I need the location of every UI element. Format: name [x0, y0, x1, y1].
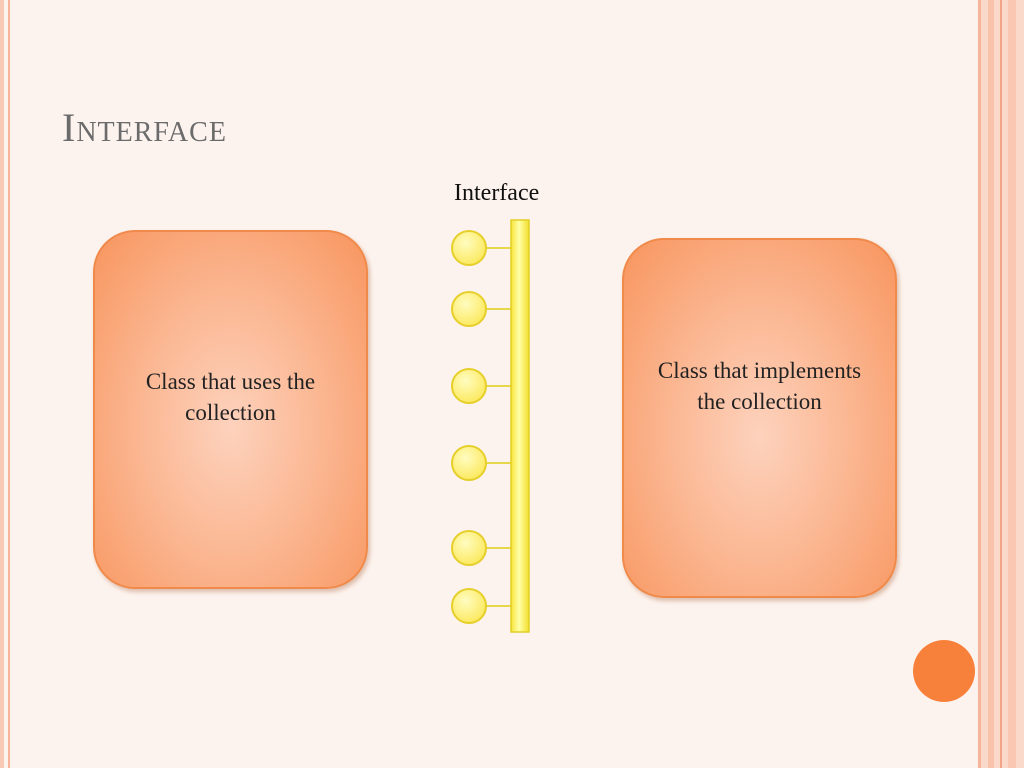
right-border-stripe [988, 0, 994, 768]
left-border-stripe-thin [8, 0, 10, 768]
left-border-stripe [0, 0, 4, 768]
right-border-stripe [1000, 0, 1002, 768]
interface-connector-diagram [451, 219, 530, 633]
class-box-implementer: Class that implements the collection [622, 238, 897, 598]
class-box-implementer-label: Class that implements the collection [657, 357, 862, 414]
interface-connector-knob [451, 445, 487, 481]
right-border-stripe [978, 0, 981, 768]
class-box-user-label: Class that uses the collection [145, 368, 316, 425]
interface-connector-knob [451, 368, 487, 404]
class-box-user: Class that uses the collection [93, 230, 368, 589]
slide-title: Interface [62, 105, 227, 150]
interface-connector-knob [451, 291, 487, 327]
right-border-stripe [1008, 0, 1016, 768]
interface-bar [510, 219, 530, 633]
interface-connectors [451, 230, 511, 624]
interface-label: Interface [454, 180, 540, 206]
decorative-accent-circle [913, 640, 975, 702]
interface-connector-knob [451, 230, 487, 266]
interface-connector-knob [451, 588, 487, 624]
interface-connector-knob [451, 530, 487, 566]
